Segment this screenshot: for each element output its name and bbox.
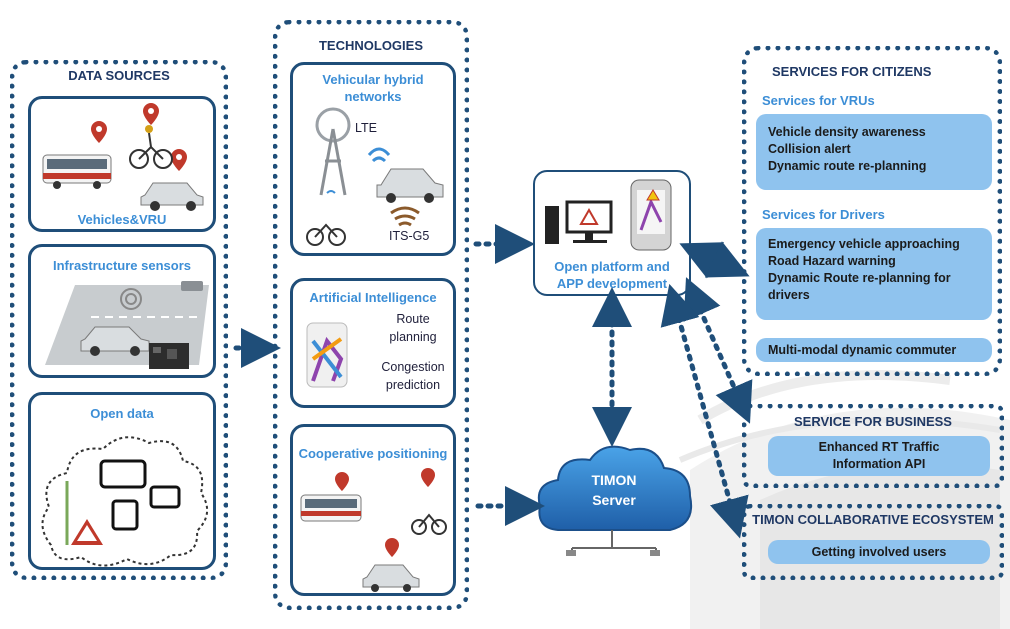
vru-service-item: Vehicle density awareness	[768, 125, 926, 139]
lte-label: LTE	[355, 121, 377, 135]
arrow-platform-citizens	[679, 241, 750, 279]
vehicular-hybrid-networks-card: Vehicular hybrid networks LTE ITS-G5	[290, 62, 456, 256]
open-platform-card: Open platform and APP development	[533, 170, 691, 296]
arrow-platform-ecosystem	[660, 283, 749, 539]
services-drivers-title: Services for Drivers	[762, 207, 885, 222]
data-sources-title: DATA SOURCES	[68, 68, 170, 83]
business-service-box: Enhanced RT Traffic Information API	[768, 436, 990, 476]
driver-services-box: Emergency vehicle approaching Road Hazar…	[756, 228, 992, 320]
service-business-title: SERVICE FOR BUSINESS	[794, 414, 952, 429]
congestion-prediction-line2: prediction	[385, 378, 441, 392]
arrow-platform-business	[683, 277, 753, 424]
open-data-card: Open data	[28, 392, 216, 570]
ecosystem-service-label: Getting involved users	[811, 545, 947, 559]
vehicles-vru-card: Vehicles&VRU	[28, 96, 216, 232]
ecosystem-title: TIMON COLLABORATIVE ECOSYSTEM	[752, 512, 994, 527]
infrastructure-sensors-card: Infrastructure sensors	[28, 244, 216, 378]
services-vrus-title: Services for VRUs	[762, 93, 875, 108]
cooperative-positioning-title: Cooperative positioning	[298, 446, 448, 461]
cooperative-positioning-card: Cooperative positioning	[290, 424, 456, 596]
business-service-line2: Information API	[832, 457, 926, 471]
bus-car-bike-illustration	[42, 103, 204, 211]
route-planning-line2: planning	[389, 330, 437, 344]
driver-service-item: Emergency vehicle approaching	[768, 237, 960, 251]
platform-label-line1: Open platform and	[554, 259, 670, 274]
technologies-panel	[273, 20, 469, 610]
open-data-cloud-illustration	[41, 436, 208, 567]
driver-service-item: Road Hazard warning	[768, 254, 896, 268]
vru-service-item: Dynamic route re-planning	[768, 159, 927, 173]
route-planning-line1: Route	[396, 312, 430, 326]
vru-service-item: Collision alert	[768, 142, 851, 156]
computer-and-phone-icon	[545, 179, 672, 251]
ecosystem-service-box: Getting involved users	[768, 540, 990, 564]
business-service-line1: Enhanced RT Traffic	[818, 440, 940, 454]
ai-title: Artificial Intelligence	[309, 290, 437, 305]
positioning-illustration	[300, 468, 447, 592]
driver-service-item: Dynamic Route re-planning for	[768, 271, 951, 285]
services-for-citizens-panel	[742, 46, 1002, 376]
vehicles-vru-label: Vehicles&VRU	[77, 212, 167, 227]
technologies-title: TECHNOLOGIES	[318, 38, 423, 53]
vru-services-box: Vehicle density awareness Collision aler…	[756, 114, 992, 190]
its-g5-label: ITS-G5	[389, 229, 430, 243]
road-sensor-illustration	[45, 281, 209, 369]
multimodal-commuter-box: Multi-modal dynamic commuter	[756, 338, 992, 362]
congestion-prediction-line1: Congestion	[381, 360, 445, 374]
multimodal-commuter-label: Multi-modal dynamic commuter	[768, 343, 957, 357]
open-data-label: Open data	[90, 406, 154, 421]
services-citizens-title: SERVICES FOR CITIZENS	[772, 64, 932, 79]
artificial-intelligence-card: Artificial Intelligence Route planning C…	[290, 278, 456, 408]
timon-server-label-line1: TIMON	[591, 472, 637, 488]
route-map-icon	[306, 322, 348, 388]
hybrid-networks-title-line1: Vehicular hybrid	[322, 72, 424, 87]
driver-service-item: drivers	[768, 288, 810, 302]
collaborative-ecosystem-panel	[742, 504, 1004, 580]
platform-label-line2: APP development	[556, 276, 668, 291]
timon-server-label-line2: Server	[592, 492, 636, 508]
infrastructure-sensors-label: Infrastructure sensors	[53, 258, 191, 273]
data-sources-panel	[10, 60, 228, 580]
network-antenna-illustration	[306, 107, 444, 246]
hybrid-networks-title-line2: networks	[344, 89, 402, 104]
